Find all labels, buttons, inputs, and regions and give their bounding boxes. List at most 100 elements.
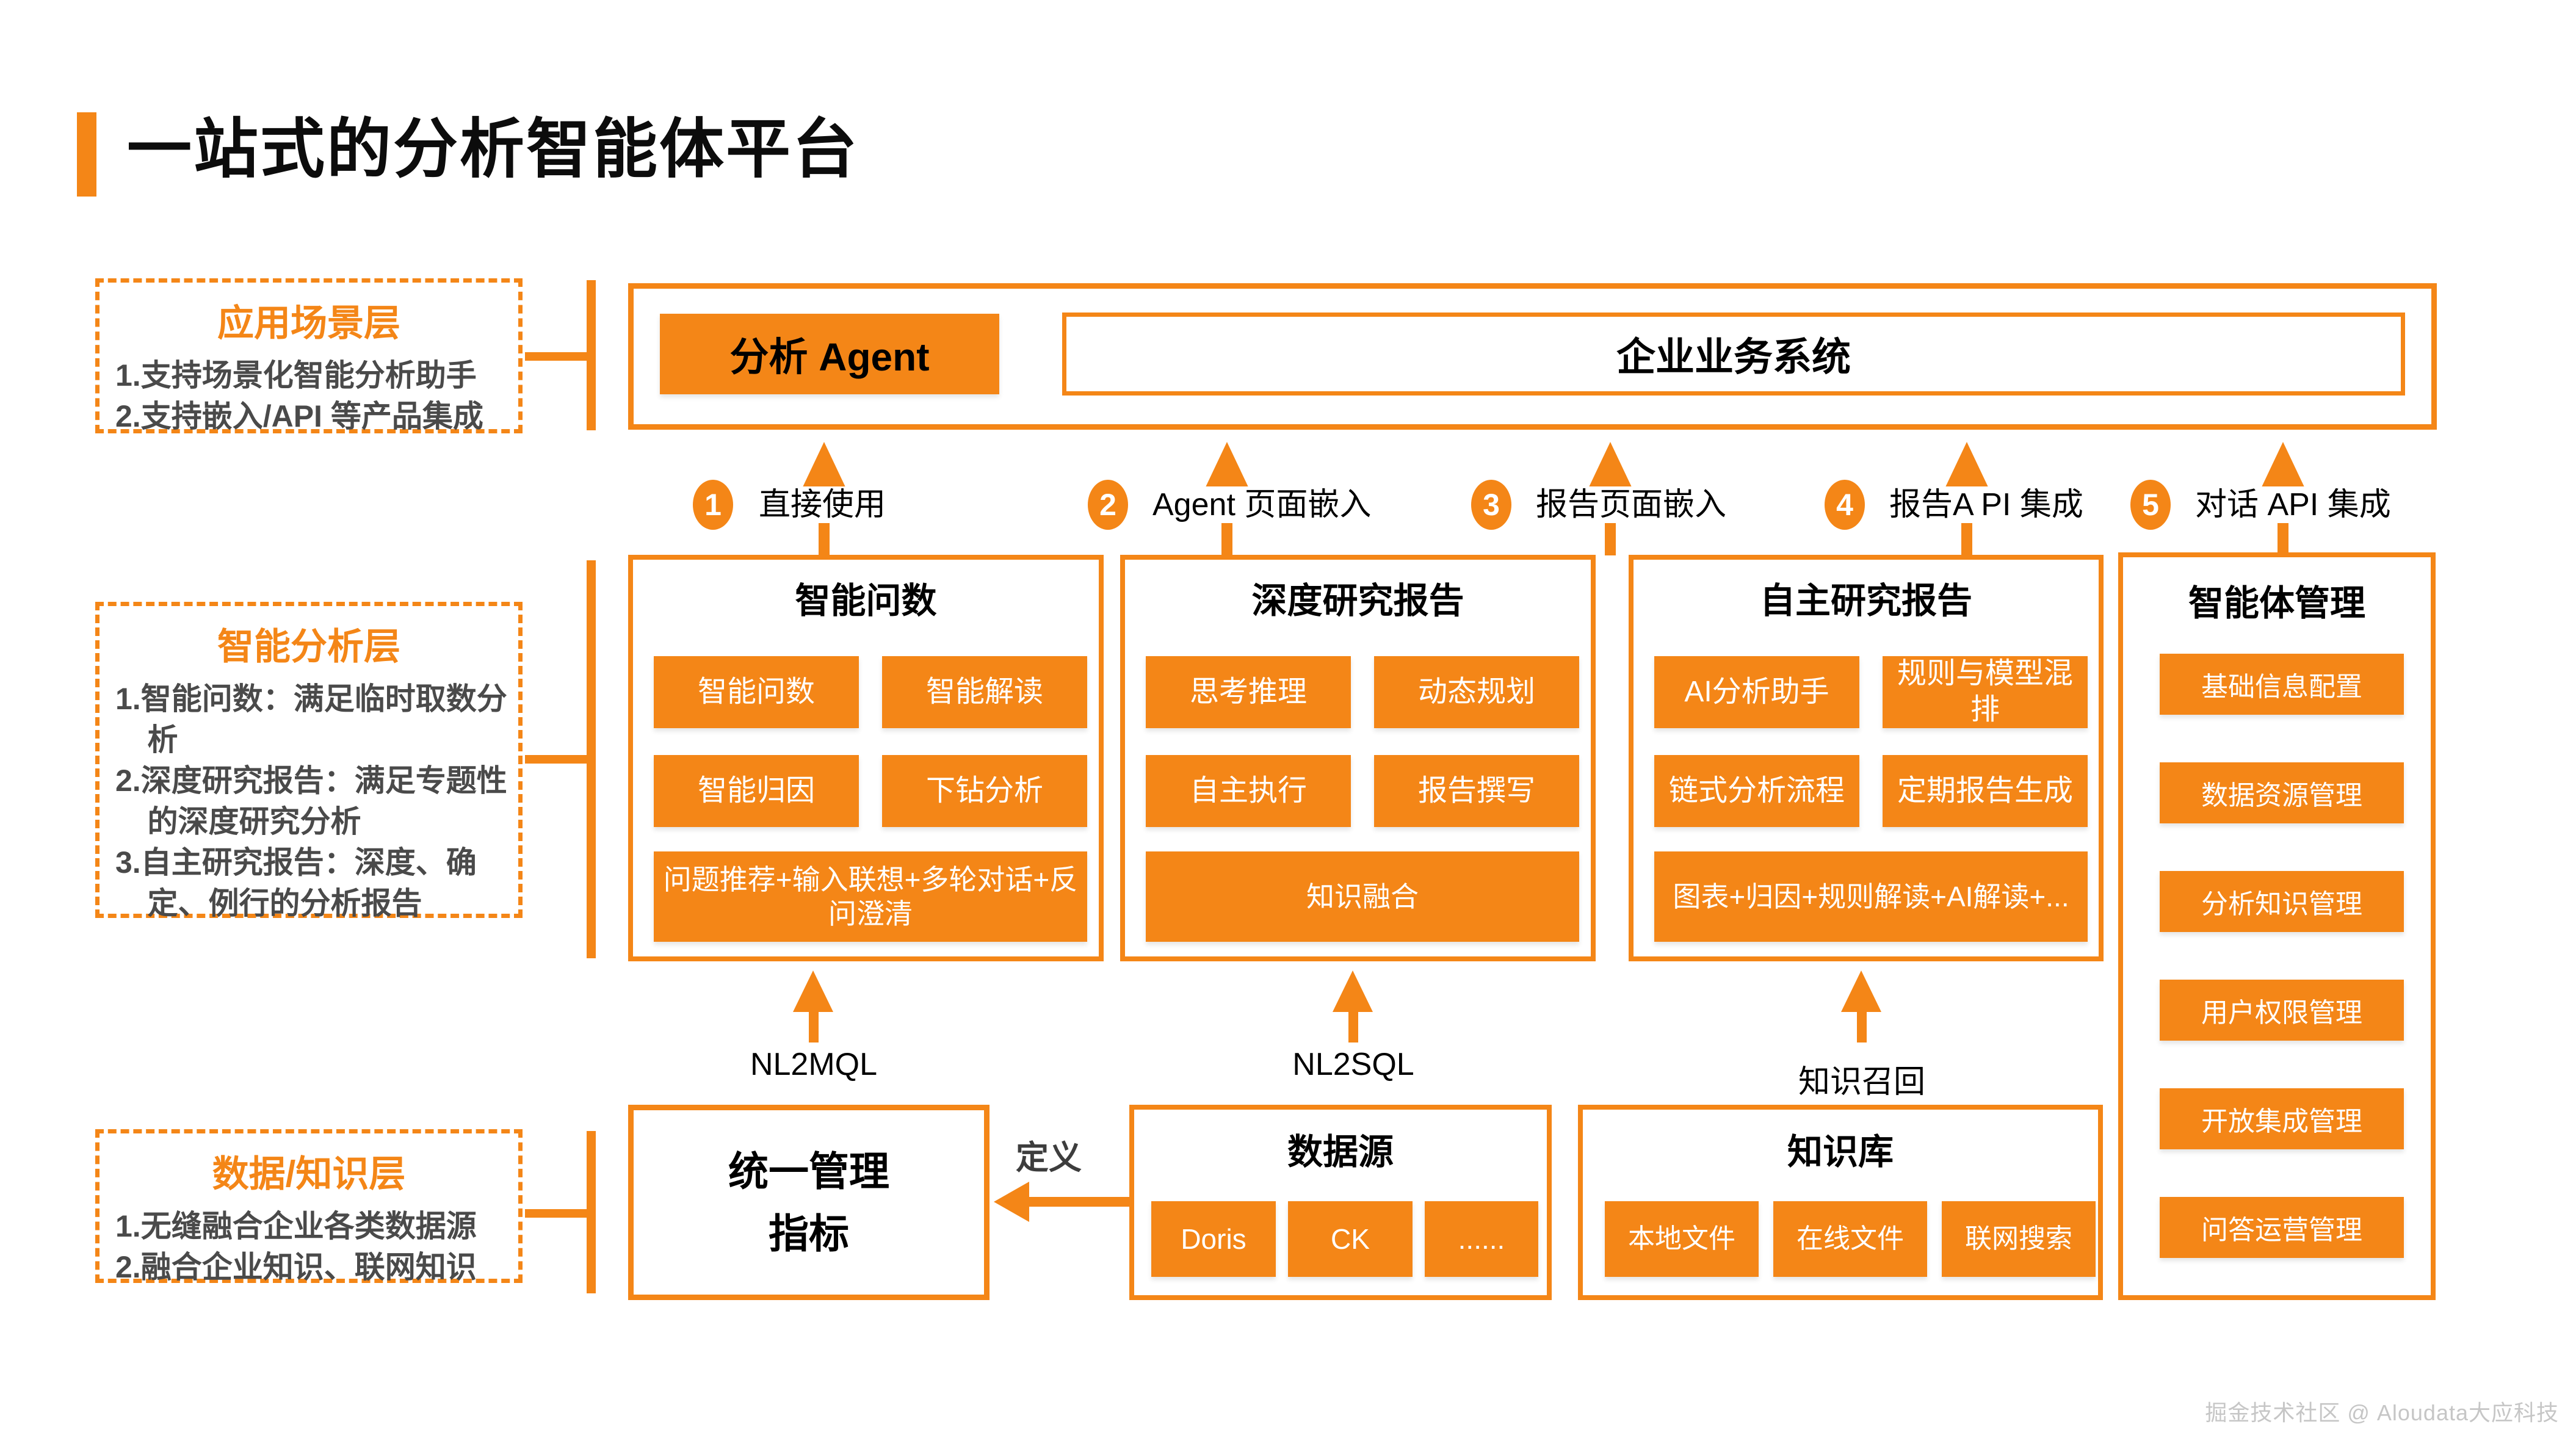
module-title: 自主研究报告 [1759, 581, 1972, 621]
page-title: 一站式的分析智能体平台 [127, 114, 859, 186]
connector-bracket [587, 560, 596, 958]
bridge-label: NL2MQL [750, 1047, 878, 1082]
connector-bracket [587, 280, 596, 430]
management-item: 数据资源管理 [2160, 762, 2404, 823]
enterprise-system-box: 企业业务系统 [1062, 313, 2405, 396]
metrics-line: 指标 [769, 1211, 849, 1256]
arrow-up-icon [793, 970, 833, 1012]
layer-intelligent-analysis: 智能分析层 1.智能问数：满足临时取数分析 2.深度研究报告：满足专题性的深度研… [95, 602, 523, 920]
arrow-up-icon [1945, 442, 1989, 488]
unified-metrics-box: 统一管理 指标 [628, 1105, 990, 1300]
layer-item: 2.融合企业知识、联网知识 [115, 1250, 477, 1284]
access-mode-number: 5 [2130, 480, 2171, 530]
number: 4 [1836, 488, 1853, 522]
management-item: 用户权限管理 [2160, 980, 2404, 1041]
layer-data-knowledge: 数据/知识层 1.无缝融合企业各类数据源 2.融合企业知识、联网知识 [95, 1129, 523, 1284]
datasource-item: CK [1288, 1201, 1413, 1277]
module-title: 智能体管理 [2188, 584, 2365, 623]
management-item: 开放集成管理 [2160, 1088, 2404, 1149]
arrow-stem [1857, 1010, 1867, 1042]
arrow-stem [1348, 1010, 1358, 1042]
layer-analysis-title: 智能分析层 [217, 626, 400, 667]
layer-item: 2.支持嵌入/API 等产品集成 [115, 399, 483, 433]
feature-cell: 思考推理 [1146, 656, 1351, 728]
layer-item: 3.自主研究报告：深度、确定、例行的分析报告 [115, 845, 477, 920]
feature-cell: 智能问数 [654, 656, 859, 728]
feature-cell-wide: 图表+归因+规则解读+AI解读+... [1654, 851, 2088, 942]
layer-application-title: 应用场景层 [217, 303, 400, 344]
access-mode-label: Agent 页面嵌入 [1148, 486, 1377, 523]
arrow-up-icon [1333, 970, 1373, 1012]
feature-cell: 规则与模型混排 [1883, 656, 2088, 728]
feature-cell: 链式分析流程 [1654, 755, 1859, 827]
feature-cell: 下钻分析 [882, 755, 1087, 827]
feature-cell: AI分析助手 [1654, 656, 1859, 728]
arrow-up-icon [802, 442, 846, 488]
access-mode-number: 4 [1825, 480, 1865, 530]
knowledge-base-title: 知识库 [1787, 1132, 1894, 1172]
datasource-item: Doris [1151, 1201, 1276, 1277]
management-item: 基础信息配置 [2160, 654, 2404, 715]
layer-application-items: 1.支持场景化智能分析助手 2.支持嵌入/API 等产品集成 [115, 355, 507, 437]
feature-cell-wide: 问题推荐+输入联想+多轮对话+反问澄清 [654, 851, 1087, 942]
title-accent-bar [77, 112, 96, 197]
access-mode-label: 报告页面嵌入 [1531, 486, 1732, 523]
access-mode-label: 直接使用 [754, 486, 891, 523]
knowledge-item: 联网搜索 [1942, 1201, 2096, 1277]
module-title: 智能问数 [795, 581, 937, 621]
connector-line [525, 755, 587, 764]
layer-item: 2.深度研究报告：满足专题性的深度研究分析 [115, 764, 507, 839]
arrow-stem [1027, 1197, 1129, 1207]
module-agent-management: 智能体管理 基础信息配置 数据资源管理 分析知识管理 用户权限管理 开放集成管理… [2118, 552, 2436, 1300]
module-deep-research: 深度研究报告 思考推理 动态规划 自主执行 报告撰写 知识融合 [1120, 555, 1596, 961]
feature-cell-wide: 知识融合 [1146, 851, 1579, 942]
knowledge-base-box: 知识库 本地文件 在线文件 联网搜索 [1578, 1105, 2103, 1300]
access-mode-number: 3 [1471, 480, 1511, 530]
layer-data-title: 数据/知识层 [212, 1154, 406, 1194]
number: 1 [704, 488, 722, 522]
layer-item: 1.智能问数：满足临时取数分析 [115, 682, 507, 757]
layer-data-items: 1.无缝融合企业各类数据源 2.融合企业知识、联网知识 [115, 1206, 507, 1288]
datasource-title: 数据源 [1287, 1132, 1394, 1172]
access-mode-label: 报告A PI 集成 [1884, 486, 2088, 523]
datasource-box: 数据源 Doris CK ...... [1129, 1105, 1552, 1300]
enterprise-system-label: 企业业务系统 [1616, 335, 1851, 379]
layer-item: 1.支持场景化智能分析助手 [115, 358, 477, 392]
feature-cell: 智能归因 [654, 755, 859, 827]
bridge-label: 知识召回 [1798, 1064, 1926, 1100]
knowledge-item: 本地文件 [1605, 1201, 1759, 1277]
analysis-agent-label: 分析 Agent [729, 335, 930, 379]
feature-cell: 智能解读 [882, 656, 1087, 728]
arrow-stem [809, 1010, 819, 1042]
feature-cell: 定期报告生成 [1883, 755, 2088, 827]
datasource-item: ...... [1425, 1201, 1538, 1277]
access-mode-label: 对话 API 集成 [2190, 486, 2396, 523]
number: 5 [2142, 488, 2159, 522]
define-label: 定义 [1016, 1140, 1082, 1176]
metrics-line: 统一管理 [728, 1148, 889, 1194]
management-item: 分析知识管理 [2160, 871, 2404, 932]
layer-analysis-items: 1.智能问数：满足临时取数分析 2.深度研究报告：满足专题性的深度研究分析 3.… [115, 679, 507, 924]
arrow-up-icon [2261, 442, 2305, 488]
arrow-up-icon [1588, 442, 1632, 488]
module-title: 深度研究报告 [1251, 581, 1464, 621]
arrow-left-icon [994, 1182, 1029, 1222]
knowledge-item: 在线文件 [1773, 1201, 1927, 1277]
connector-line [525, 352, 587, 361]
bridge-label: NL2SQL [1292, 1047, 1414, 1082]
connector-line [525, 1209, 587, 1218]
unified-metrics-label: 统一管理 指标 [634, 1110, 984, 1295]
analysis-agent-box: 分析 Agent [660, 314, 999, 394]
number: 2 [1099, 488, 1116, 522]
layer-application-scenario: 应用场景层 1.支持场景化智能分析助手 2.支持嵌入/API 等产品集成 [95, 278, 523, 433]
connector-bracket [587, 1131, 596, 1293]
access-mode-number: 2 [1088, 480, 1128, 530]
feature-cell: 自主执行 [1146, 755, 1351, 827]
number: 3 [1483, 488, 1500, 522]
arrow-up-icon [1205, 442, 1249, 488]
layer-item: 1.无缝融合企业各类数据源 [115, 1209, 477, 1243]
module-smart-query: 智能问数 智能问数 智能解读 智能归因 下钻分析 问题推荐+输入联想+多轮对话+… [628, 555, 1104, 961]
feature-cell: 动态规划 [1374, 656, 1579, 728]
module-auto-research: 自主研究报告 AI分析助手 规则与模型混排 链式分析流程 定期报告生成 图表+归… [1629, 555, 2104, 961]
